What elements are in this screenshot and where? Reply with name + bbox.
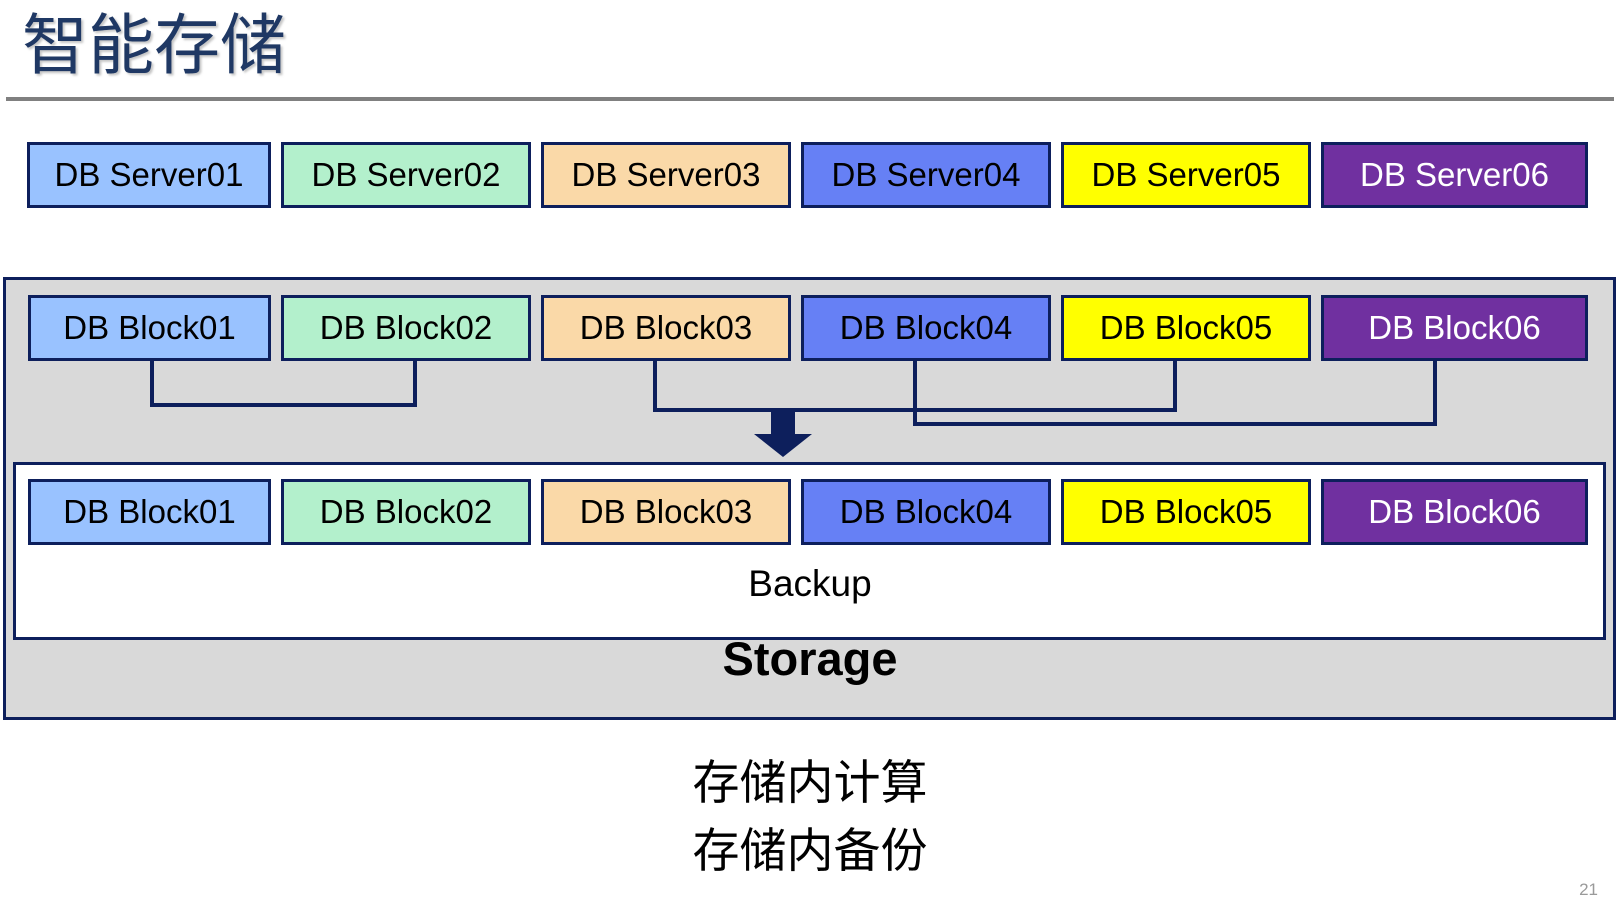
db-block-box-backup-label: DB Block06: [1368, 493, 1541, 530]
connector-block04-to-block06-base: [913, 422, 1437, 426]
db-block-box-backup-4: DB Block04: [801, 479, 1051, 545]
connector-block01-to-block02-left-leg: [150, 361, 154, 407]
db-block-box-backup-3: DB Block03: [541, 479, 791, 545]
db-block-box-backup-6: DB Block06: [1321, 479, 1588, 545]
page-number: 21: [1579, 880, 1598, 899]
db-block-box-live-label: DB Block01: [63, 309, 236, 346]
connector-block03-to-block05-left-leg: [653, 361, 657, 412]
backup-label: Backup: [748, 563, 872, 604]
backup-down-arrow-icon: [752, 412, 814, 458]
db-server-box-label: DB Server05: [1091, 156, 1281, 193]
db-block-box-backup-2: DB Block02: [281, 479, 531, 545]
db-block-box-live-label: DB Block02: [319, 309, 493, 346]
db-block-box-backup-label: DB Block04: [839, 493, 1013, 530]
storage-label: Storage: [722, 632, 898, 685]
db-block-box-live-label: DB Block05: [1099, 309, 1273, 346]
db-block-box-live-label: DB Block03: [579, 309, 753, 346]
db-block-box-backup-label: DB Block02: [319, 493, 493, 530]
db-server-box-6: DB Server06: [1321, 142, 1588, 208]
db-server-box-label: DB Server04: [831, 156, 1021, 193]
db-block-box-backup-label: DB Block05: [1099, 493, 1273, 530]
db-server-box-2: DB Server02: [281, 142, 531, 208]
db-block-box-live-2: DB Block02: [281, 295, 531, 361]
db-block-box-live-4: DB Block04: [801, 295, 1051, 361]
db-server-box-3: DB Server03: [541, 142, 791, 208]
page-title: 智能存储: [22, 8, 286, 82]
db-server-box-label: DB Server06: [1360, 156, 1549, 193]
connector-block01-to-block02-right-leg: [413, 361, 417, 407]
connector-block01-to-block02-base: [150, 403, 417, 407]
db-block-box-backup-1: DB Block01: [28, 479, 271, 545]
db-block-box-backup-5: DB Block05: [1061, 479, 1311, 545]
db-block-box-live-5: DB Block05: [1061, 295, 1311, 361]
connector-block04-to-block06-left-leg: [913, 361, 917, 426]
db-server-box-label: DB Server03: [571, 156, 761, 193]
db-block-box-live-3: DB Block03: [541, 295, 791, 361]
db-block-box-live-1: DB Block01: [28, 295, 271, 361]
db-block-box-backup-label: DB Block03: [579, 493, 753, 530]
caption-in-storage-compute: 存储内计算: [692, 756, 928, 809]
db-block-box-live-label: DB Block04: [839, 309, 1013, 346]
db-server-box-label: DB Server01: [54, 156, 244, 193]
db-server-box-4: DB Server04: [801, 142, 1051, 208]
db-server-box-label: DB Server02: [311, 156, 501, 193]
connector-block04-to-block06-right-leg: [1433, 361, 1437, 426]
db-block-box-live-6: DB Block06: [1321, 295, 1588, 361]
db-block-box-backup-label: DB Block01: [63, 493, 236, 530]
db-block-box-live-label: DB Block06: [1368, 309, 1541, 346]
caption-in-storage-backup: 存储内备份: [692, 824, 928, 877]
db-server-box-1: DB Server01: [27, 142, 271, 208]
connector-block03-to-block05-right-leg: [1173, 361, 1177, 412]
title-divider: [6, 97, 1614, 101]
db-server-box-5: DB Server05: [1061, 142, 1311, 208]
